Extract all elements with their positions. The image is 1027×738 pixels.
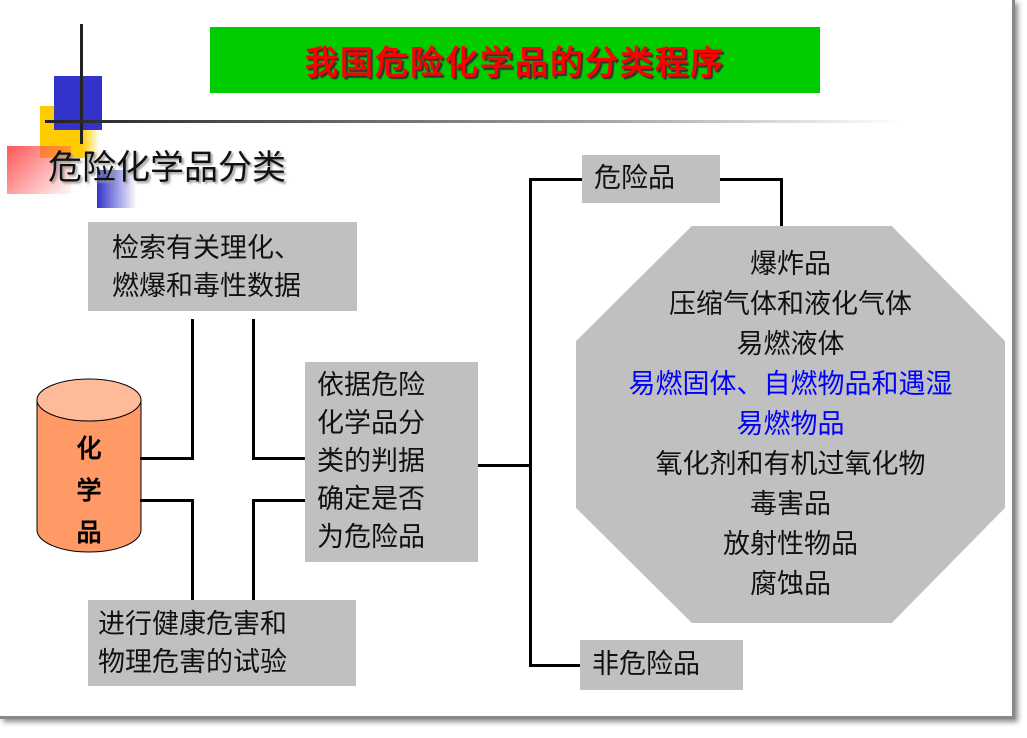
hazard-category: 氧化剂和有机过氧化物: [655, 448, 926, 480]
test-box-line: 进行健康危害和: [98, 609, 287, 640]
search-box-line: 燃爆和毒性数据: [112, 271, 301, 302]
cylinder-label: 化 学 品: [37, 428, 141, 554]
hazardous-box: 危险品: [582, 155, 720, 203]
test-box-line: 物理危害的试验: [98, 647, 287, 678]
page-title: 我国危险化学品的分类程序: [305, 43, 725, 82]
chemicals-cylinder: [36, 378, 142, 553]
hazardous-label: 危险品: [594, 163, 675, 194]
connector: [191, 499, 194, 600]
decor-horizontal-line: [45, 120, 905, 123]
connector: [191, 319, 194, 460]
connector: [720, 178, 783, 181]
hazard-category: 易燃固体、自燃物品和遇湿: [628, 368, 953, 400]
hazard-category: 毒害品: [750, 488, 831, 520]
decor-vertical-line: [80, 24, 83, 144]
hazard-category: 腐蚀品: [750, 568, 831, 600]
connector: [529, 178, 583, 181]
connector: [478, 464, 532, 467]
hazard-category: 易燃物品: [736, 408, 845, 440]
hazard-category: 爆炸品: [750, 248, 831, 280]
connector: [140, 499, 194, 502]
title-banner: 我国危险化学品的分类程序: [210, 27, 820, 93]
cylinder-char: 学: [76, 476, 102, 505]
non-hazardous-label: 非危险品: [592, 649, 700, 680]
slide-frame: [0, 0, 1015, 719]
connector: [252, 499, 255, 600]
decision-line: 依据危险: [317, 370, 425, 401]
decision-box: 依据危险 化学品分 类的判据 确定是否 为危险品: [305, 362, 478, 562]
connector: [252, 499, 306, 502]
hazard-category: 压缩气体和液化气体: [669, 288, 912, 320]
decision-line: 类的判据: [317, 446, 425, 477]
decor-blue-fade: [97, 170, 137, 208]
search-data-box: 检索有关理化、 燃爆和毒性数据: [88, 222, 357, 311]
subtitle: 危险化学品分类: [48, 148, 286, 188]
connector: [252, 457, 306, 460]
hazard-categories-octagon: 爆炸品压缩气体和液化气体易燃液体易燃固体、自燃物品和遇湿易燃物品氧化剂和有机过氧…: [576, 226, 1005, 623]
connector: [529, 664, 581, 667]
connector: [780, 178, 783, 227]
decision-line: 确定是否: [317, 484, 425, 515]
hazard-category: 放射性物品: [723, 528, 858, 560]
cylinder-char: 品: [76, 518, 102, 547]
hazard-category: 易燃液体: [736, 328, 845, 360]
non-hazardous-box: 非危险品: [580, 640, 743, 690]
test-box: 进行健康危害和 物理危害的试验: [88, 600, 356, 686]
cylinder-char: 化: [76, 434, 102, 463]
connector: [252, 319, 255, 460]
decision-line: 化学品分: [317, 408, 425, 439]
decor-red-square: [7, 146, 71, 194]
search-box-line: 检索有关理化、: [112, 233, 301, 264]
decision-line: 为危险品: [317, 522, 425, 553]
connector: [140, 457, 194, 460]
connector: [529, 178, 532, 667]
